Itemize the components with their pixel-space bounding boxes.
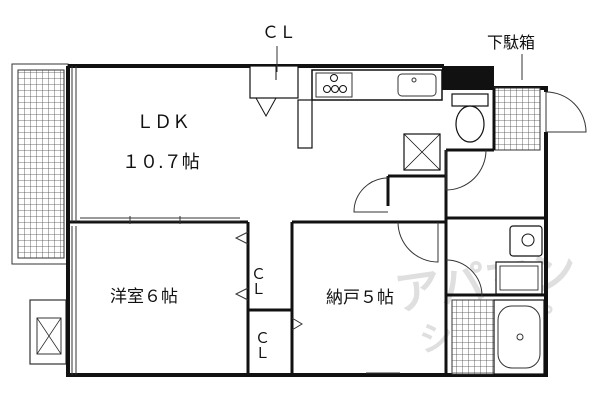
geta-label: 下駄箱 <box>487 33 535 52</box>
yoshitsu-label: 洋室６帖 <box>110 287 178 307</box>
kitchen-counter <box>311 69 443 101</box>
bath-area <box>451 299 545 375</box>
window-lines <box>71 66 400 375</box>
ldk-size-label: １０.７帖 <box>122 152 200 173</box>
outdoor-unit <box>29 299 67 365</box>
entrance-door <box>545 91 587 133</box>
closet-markers <box>234 231 303 331</box>
nando-label: 納戸５帖 <box>326 288 394 308</box>
door-swings <box>353 149 487 297</box>
shoe-cabinet <box>493 87 541 151</box>
toilet <box>451 93 489 143</box>
kitchen-partition <box>297 99 441 171</box>
leader-lines <box>276 46 523 80</box>
pipe-shaft <box>444 66 494 88</box>
room-labels: ＣＬ 下駄箱 ＬＤＫ １０.７帖 洋室６帖 納戸５帖 ＣＬ ＣＬ <box>110 23 535 360</box>
ldk-label: ＬＤＫ <box>136 112 190 133</box>
cl-bottom-label: ＣＬ <box>253 330 271 360</box>
cl-mid-label: ＣＬ <box>249 266 267 296</box>
top-closet <box>249 65 299 118</box>
cl-top-label: ＣＬ <box>262 23 296 43</box>
balcony <box>11 63 69 265</box>
washroom <box>495 225 543 295</box>
